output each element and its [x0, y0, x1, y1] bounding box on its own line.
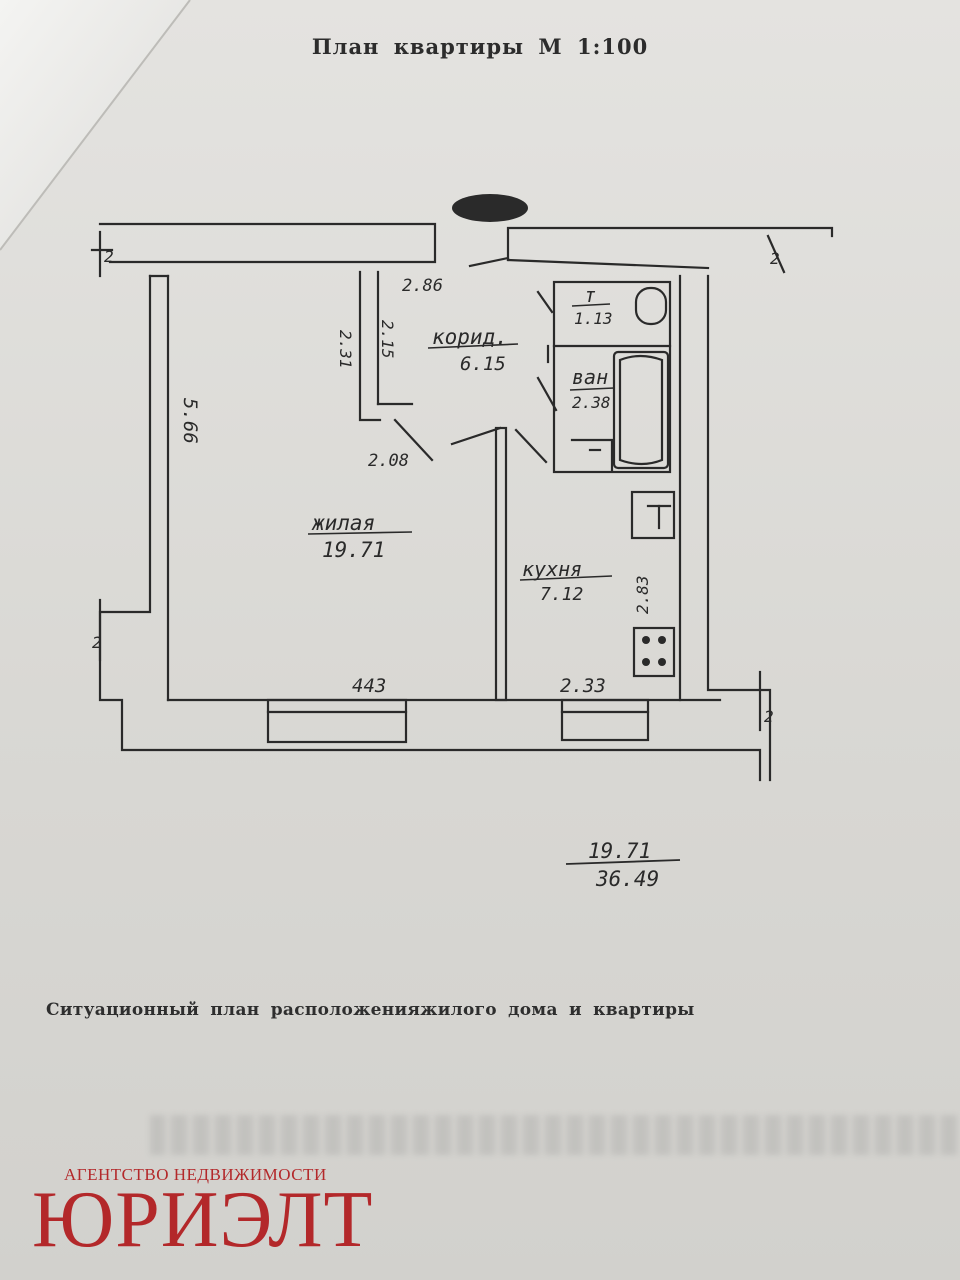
room-toilet-area: 1.13	[574, 309, 613, 328]
wall-right	[706, 274, 772, 782]
window-kitchen	[560, 698, 650, 742]
total-area: 36.49	[595, 867, 659, 891]
dim-kitchen-depth: 2.83	[633, 575, 652, 614]
total-living-area: 19.71	[588, 839, 651, 863]
partition-living-kitchen	[494, 426, 508, 702]
kitchen-sink	[630, 490, 676, 540]
wall-mark: 2	[764, 707, 774, 726]
window-living	[266, 698, 408, 744]
dim-kitchen-width: 2.33	[560, 675, 606, 697]
dim-niche-a: 2.31	[336, 330, 355, 369]
plan-title: План квартиры М 1:100	[311, 34, 649, 59]
bleed-through-text	[150, 1115, 960, 1155]
agency-logo: ЮРИЭЛТ	[32, 1176, 374, 1264]
dim-corridor-width: 2.86	[402, 276, 443, 296]
room-corridor-area: 6.15	[460, 353, 506, 375]
room-bath-name: ван	[572, 365, 608, 389]
agency-subtitle: АГЕНТСТВО НЕДВИЖИМОСТИ	[64, 1165, 327, 1184]
bathroom-block	[552, 280, 672, 474]
room-toilet-name: т	[584, 283, 596, 307]
wall-top-left	[98, 222, 437, 264]
wall-mark: 2	[104, 247, 114, 266]
redaction-mark	[452, 194, 528, 222]
wall-left	[98, 274, 762, 782]
wall-top-right	[506, 226, 834, 262]
wall-mark: 2	[92, 633, 102, 652]
room-living-name: жилая	[311, 511, 375, 535]
wall-mark: 2	[770, 249, 780, 268]
dim-living-depth: 5.66	[179, 398, 201, 444]
room-bath-area: 2.38	[572, 393, 611, 412]
situation-caption: Ситуационный план расположенияжилого дом…	[46, 1000, 695, 1020]
dim-living-width: 443	[352, 675, 386, 697]
wall-niche	[358, 270, 382, 422]
room-living-area: 19.71	[322, 538, 385, 562]
room-kitchen-name: кухня	[522, 557, 582, 581]
dim-niche-c: 2.08	[368, 451, 409, 471]
kitchen-stove	[632, 626, 676, 678]
dim-niche-b: 2.15	[378, 320, 397, 359]
room-kitchen-area: 7.12	[540, 584, 583, 605]
